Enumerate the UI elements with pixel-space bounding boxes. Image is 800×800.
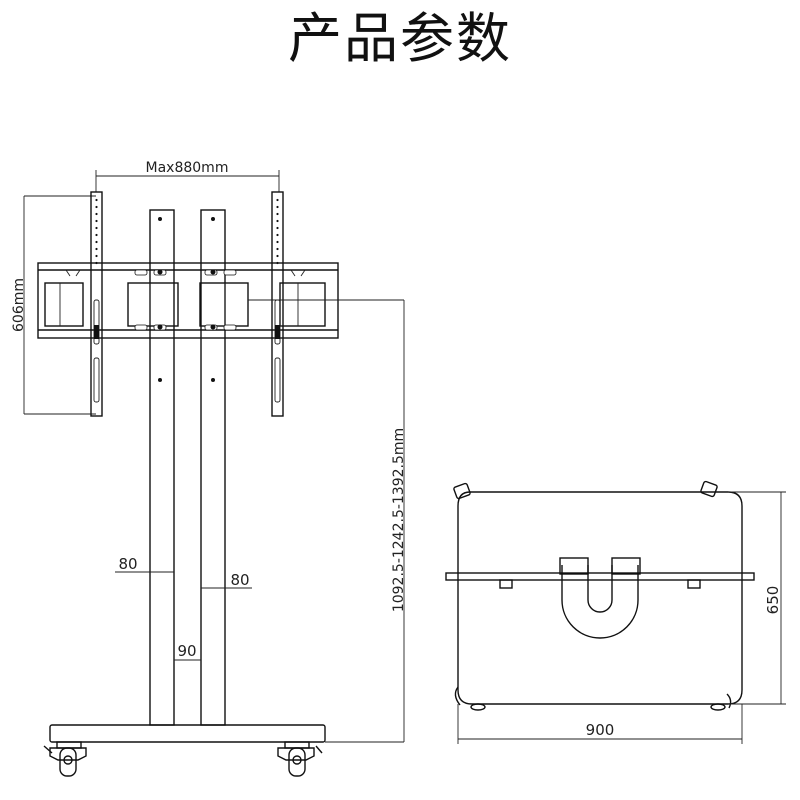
top-wheels xyxy=(453,480,732,711)
top-view: 650 900 xyxy=(445,480,786,744)
pole-left xyxy=(149,209,175,726)
label-height-range: 1092.5-1242.5-1392.5mm xyxy=(391,428,407,612)
base-outline xyxy=(457,491,743,705)
dimension-606mm: 606mm xyxy=(11,195,96,415)
dimension-height-range: 1092.5-1242.5-1392.5mm xyxy=(248,299,407,743)
mounting-rail xyxy=(37,262,339,339)
label-pole-right: 80 xyxy=(230,571,249,589)
label-pole-left: 80 xyxy=(118,555,137,573)
dimension-650: 650 xyxy=(728,491,786,705)
dimension-max880mm: Max880mm xyxy=(95,160,280,192)
label-900: 900 xyxy=(586,721,615,739)
vertical-arm-right xyxy=(271,191,284,417)
base-bar xyxy=(49,724,326,743)
cross-bar xyxy=(445,572,755,589)
front-view: 606mm Max880mm xyxy=(11,160,407,777)
dimension-pole-left: 80 xyxy=(115,555,174,573)
caster-right xyxy=(277,741,323,777)
caster-left xyxy=(43,741,87,777)
label-max880mm: Max880mm xyxy=(146,160,229,176)
vertical-arm-left xyxy=(90,191,103,417)
label-650: 650 xyxy=(764,586,782,615)
dimension-900: 900 xyxy=(457,704,743,744)
dimension-pole-gap: 90 xyxy=(174,642,201,661)
page-title: 产品参数 xyxy=(288,7,512,70)
pole-right xyxy=(200,209,226,726)
label-pole-gap: 90 xyxy=(177,642,196,660)
dimension-pole-right: 80 xyxy=(201,571,252,589)
label-606mm: 606mm xyxy=(11,278,27,332)
u-bracket xyxy=(559,557,641,639)
